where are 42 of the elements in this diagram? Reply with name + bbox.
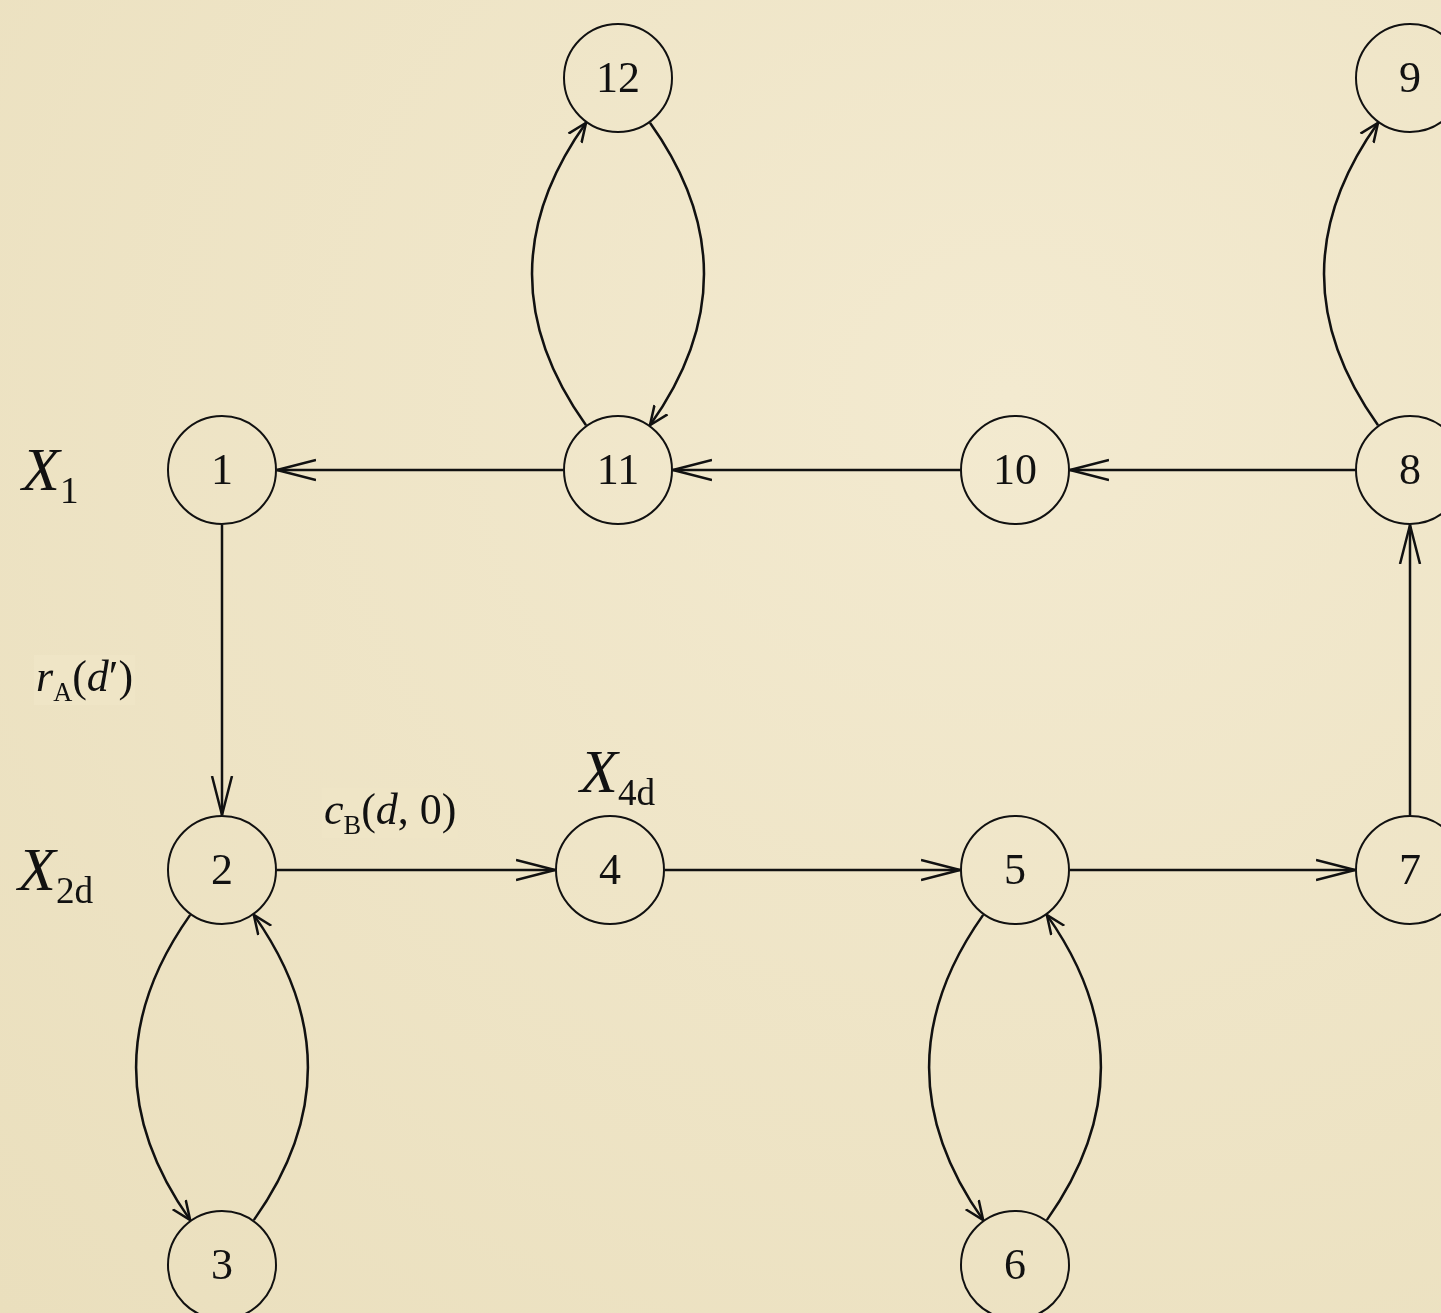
state-variable-label: X$_{1}$ bbox=[22, 438, 79, 510]
transition-arrow bbox=[1322, 121, 1380, 426]
transition-arrow bbox=[1045, 913, 1103, 1221]
state-circle bbox=[1355, 415, 1441, 525]
transition-arrow bbox=[1398, 523, 1422, 815]
transition-arrow bbox=[665, 858, 962, 882]
transition-arrow bbox=[530, 121, 588, 426]
state-circle bbox=[960, 415, 1070, 525]
transition-arrow bbox=[210, 525, 234, 817]
state-variable-label: X$_{2d}$ bbox=[18, 838, 94, 910]
state-circle bbox=[555, 815, 665, 925]
transition-arrow bbox=[277, 858, 557, 882]
state-circle bbox=[960, 1210, 1070, 1313]
transition-arrow bbox=[671, 458, 960, 482]
state-circle bbox=[563, 23, 673, 133]
state-number: 1 bbox=[211, 448, 233, 492]
state-circle bbox=[1355, 23, 1441, 133]
state-circle bbox=[167, 1210, 277, 1313]
state-number: 12 bbox=[596, 56, 640, 100]
state-circle bbox=[167, 415, 277, 525]
state-variable-label: X$_{4d}$ bbox=[580, 740, 656, 812]
state-number: 11 bbox=[596, 448, 640, 492]
state-number: 7 bbox=[1399, 848, 1421, 892]
transition-arrow bbox=[134, 914, 192, 1222]
transition-arrow bbox=[275, 458, 563, 482]
state-number: 6 bbox=[1004, 1243, 1026, 1287]
transition-arrow bbox=[252, 913, 310, 1221]
state-circle bbox=[563, 415, 673, 525]
state-circle bbox=[1355, 815, 1441, 925]
state-number: 8 bbox=[1399, 448, 1421, 492]
state-number: 5 bbox=[1004, 848, 1026, 892]
state-circle bbox=[960, 815, 1070, 925]
state-number: 4 bbox=[599, 848, 621, 892]
transition-arrow bbox=[648, 122, 706, 427]
transition-arrow bbox=[927, 914, 985, 1222]
state-circle bbox=[167, 815, 277, 925]
transition-arrow bbox=[1070, 858, 1357, 882]
state-number: 10 bbox=[993, 448, 1037, 492]
state-number: 3 bbox=[211, 1243, 233, 1287]
transition-arrow bbox=[1068, 458, 1355, 482]
state-number: 2 bbox=[211, 848, 233, 892]
state-number: 9 bbox=[1399, 56, 1421, 100]
